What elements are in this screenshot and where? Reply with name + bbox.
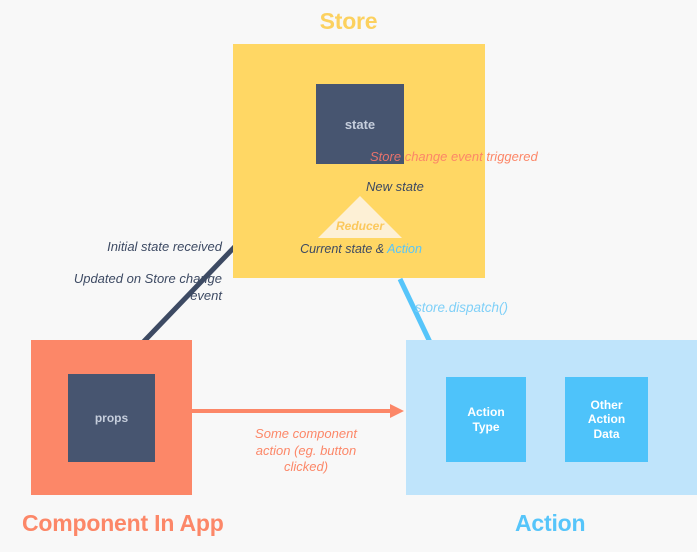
state-box: state xyxy=(316,84,404,164)
note-current-state-prefix: Current state & xyxy=(300,242,388,256)
note-action-keyword: Action xyxy=(387,242,422,256)
reducer-triangle-icon xyxy=(318,196,402,238)
action-type-box: Action Type xyxy=(446,377,526,462)
props-box: props xyxy=(68,374,155,462)
reducer-label: Reducer xyxy=(335,219,385,233)
action-type-label: Action Type xyxy=(467,404,505,434)
note-some-component-action: Some component action (eg. button clicke… xyxy=(255,426,357,475)
other-action-data-label: Other Action Data xyxy=(587,397,626,441)
component-section-title: Component In App xyxy=(22,510,224,536)
props-box-label: props xyxy=(94,411,129,425)
note-store-change-event: Store change event triggered xyxy=(370,149,538,164)
reducer-shape: Reducer xyxy=(318,196,402,238)
store-section-title: Store xyxy=(319,8,378,34)
note-store-change-rest: change event triggered xyxy=(401,149,538,164)
action-section-title: Action xyxy=(515,510,586,536)
note-updated-on-store-change: Updated on Store change event xyxy=(73,271,222,303)
other-action-data-box: Other Action Data xyxy=(565,377,648,462)
connector-component-to-action xyxy=(192,404,404,418)
note-store-dispatch: store.dispatch() xyxy=(415,300,509,315)
note-initial-state-received: Initial state received xyxy=(107,239,222,254)
note-new-state: New state xyxy=(366,179,424,194)
state-box-label: state xyxy=(344,116,376,132)
note-current-state-and-action: Current state & Action xyxy=(296,241,426,257)
note-store-keyword: Store xyxy=(370,149,402,164)
